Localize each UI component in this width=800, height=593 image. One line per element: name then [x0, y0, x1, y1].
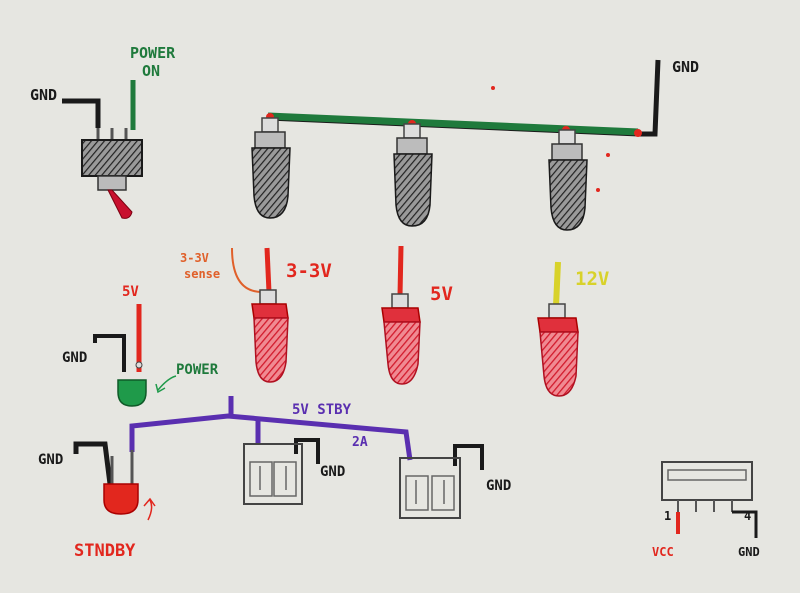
switch-gnd-label: GND [30, 86, 57, 104]
stndby-label: STNDBY [74, 541, 136, 561]
stndby-gnd-wire [73, 441, 113, 485]
red-binding-post-12v: 12V [537, 261, 609, 397]
usb-gnd-label: GND [738, 545, 760, 559]
power-led-body [117, 379, 147, 407]
standby-led: GND STNDBY [38, 441, 156, 561]
usb1-gnd-label: GND [320, 464, 345, 480]
power-led-5v-label: 5V [122, 284, 139, 300]
usb-pin4-label: 4 [744, 509, 751, 523]
sense-label-line2: sense [184, 267, 220, 281]
stby-current-label: 2A [352, 435, 368, 450]
power-on-label-line1: POWER [130, 44, 176, 62]
usb1-gnd-wire [294, 438, 320, 464]
switch-body [81, 139, 143, 177]
usb2-gnd-wire [453, 444, 484, 470]
power-led-gnd-label: GND [62, 350, 87, 366]
wire-3v3 [264, 247, 272, 293]
sense-label-line1: 3-3V [180, 251, 209, 265]
switch-gnd-wire [62, 98, 101, 128]
wire-12v [553, 261, 561, 307]
usb2-gnd-label: GND [486, 478, 511, 494]
black-binding-post-2 [393, 123, 433, 227]
gnd-bus-green-wire [267, 112, 639, 136]
v3v3-label: 3-3V [286, 260, 332, 282]
v5-label: 5V [430, 283, 453, 305]
gnd-bus-label: GND [672, 58, 699, 76]
stndby-gnd-label: GND [38, 452, 63, 468]
power-on-label-line2: ON [142, 62, 160, 80]
red-binding-post-5v: 5V [381, 245, 453, 385]
power-switch: GND POWER ON [30, 44, 176, 219]
stndby-led-body [103, 483, 139, 515]
standby-bus: 5V STBY 2A [129, 396, 413, 461]
v12-label: 12V [575, 268, 609, 290]
usb-port-2: GND [399, 444, 511, 519]
usb-vcc-label: VCC [652, 545, 674, 559]
power-led-label: POWER [176, 362, 219, 378]
power-led-gnd-wire [93, 334, 126, 372]
stby-bus-wire [129, 413, 413, 461]
switch-toggle-lever [107, 189, 133, 219]
red-binding-post-3v3: 3-3V sense 3-3V [180, 247, 332, 383]
sense-3v3-wire [231, 247, 263, 293]
power-led: 5V GND POWER [62, 284, 219, 407]
stby-label: 5V STBY [292, 402, 352, 418]
black-binding-post-3 [548, 129, 588, 231]
usb-gnd-wire [732, 510, 758, 538]
black-binding-post-1 [251, 117, 291, 219]
wire-5v [397, 245, 404, 297]
usb-a-pinout: 1 4 VCC GND [652, 461, 760, 559]
usb-pin1-label: 1 [664, 509, 671, 523]
usb-port-1: GND [243, 438, 345, 505]
